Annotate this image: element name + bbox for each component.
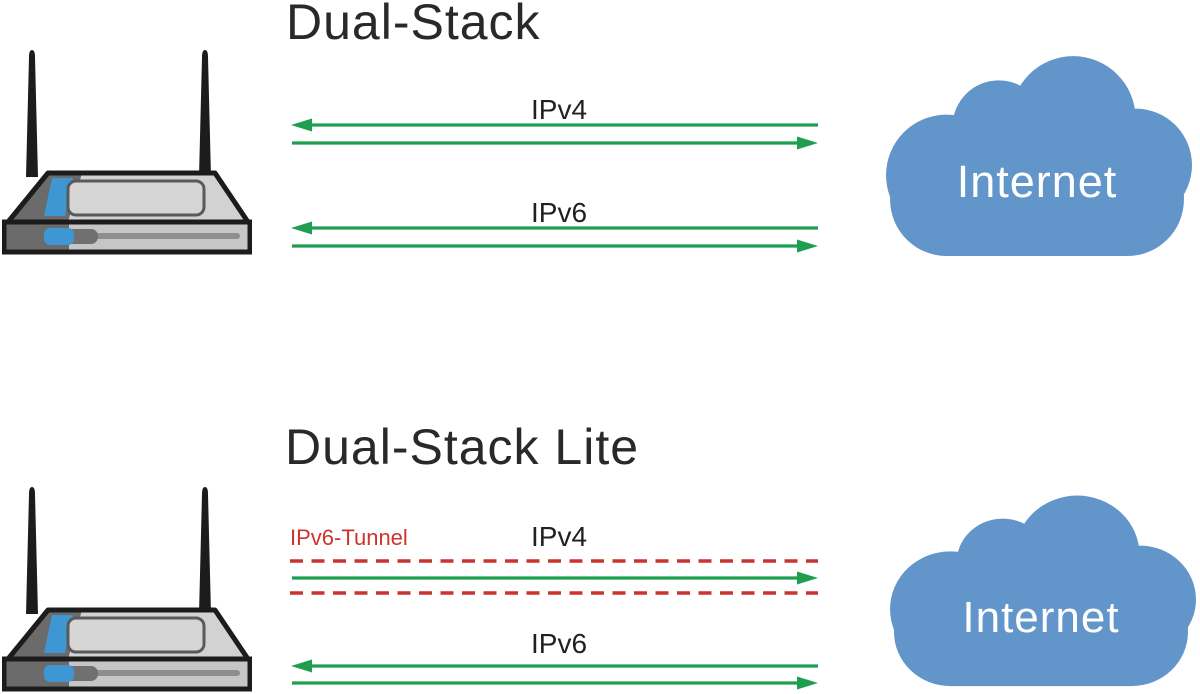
- router-top-blue-stripe: [44, 178, 73, 216]
- internet-cloud-icon: [890, 495, 1196, 687]
- ipv4-arrows: [291, 118, 818, 150]
- antenna-left: [26, 50, 38, 177]
- ipv4-label: IPv4: [530, 521, 588, 552]
- internet-cloud: Internet: [884, 484, 1198, 688]
- section-dual-stack-lite: Dual-Stack Lite IPv6-Tunnel IPv4 IPv6: [0, 400, 1200, 692]
- internet-label: Internet: [962, 593, 1120, 642]
- antenna-right: [199, 50, 211, 177]
- antenna-left: [26, 487, 38, 614]
- ipv6-label: IPv6: [530, 628, 588, 659]
- router-front-outline: [2, 656, 252, 692]
- section-title: Dual-Stack Lite: [285, 419, 640, 475]
- router-front-outline: [2, 219, 252, 255]
- ipv4-ipv6-links: [291, 118, 818, 253]
- ipv4-arrow-left-head: [291, 118, 312, 132]
- ipv6-tunnel: [290, 559, 818, 595]
- router-top-blue-stripe: [44, 615, 73, 653]
- section-title: Dual-Stack: [286, 0, 541, 50]
- router-front-slot: [90, 670, 240, 676]
- ipv4-label: IPv4: [530, 94, 588, 125]
- ipv6-arrow-right-head: [797, 239, 818, 253]
- tunnel-label: IPv6-Tunnel: [290, 525, 408, 550]
- ipv6-arrows: [291, 659, 818, 690]
- ipv6-arrow-left-head: [291, 221, 312, 235]
- router-front-slot: [90, 233, 240, 239]
- ipv6-arrow-left-head: [291, 659, 312, 673]
- internet-label: Internet: [956, 156, 1118, 207]
- ipv6-label: IPv6: [530, 197, 588, 228]
- ipv4-arrow-right-head: [797, 571, 818, 585]
- internet-cloud-icon: [886, 56, 1192, 256]
- router-front-blue-button: [44, 228, 74, 245]
- router-front-blue-button: [44, 665, 74, 682]
- tunneled-links: [290, 559, 818, 690]
- router-icon: [2, 487, 252, 692]
- router-top-panel: [66, 179, 206, 217]
- router-icon: [2, 50, 252, 255]
- ipv6-arrows: [291, 221, 818, 253]
- router-top-panel: [66, 616, 206, 654]
- ipv4-arrow-right-head: [797, 136, 818, 150]
- section-dual-stack: Dual-Stack IPv4 IPv6: [2, 0, 1194, 258]
- internet-cloud: Internet: [880, 44, 1194, 258]
- antenna-right: [199, 487, 211, 614]
- ipv6-arrow-right-head: [797, 676, 818, 690]
